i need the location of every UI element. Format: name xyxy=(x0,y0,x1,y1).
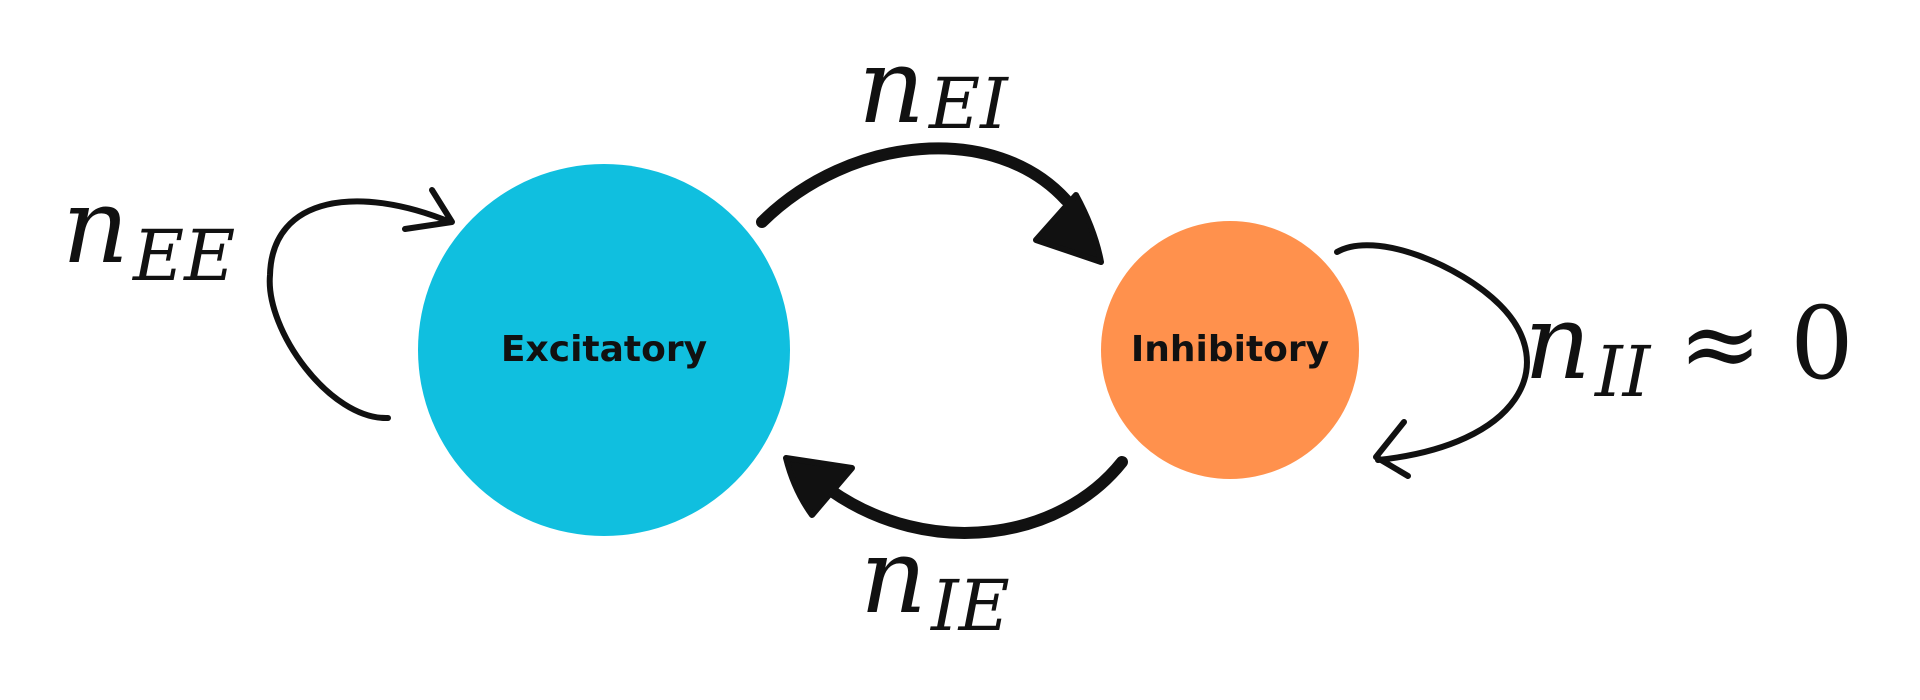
label-n-ei-symbol: n xyxy=(858,25,925,147)
arrowhead-ei xyxy=(1033,192,1104,265)
edge-inhibitory-self xyxy=(1334,242,1530,479)
label-n-ie-subscript: IE xyxy=(929,565,1010,647)
label-n-ii-value: 0 xyxy=(1790,285,1854,402)
edge-excitatory-to-inhibitory xyxy=(756,142,1104,265)
label-n-ii-subscript: II xyxy=(1593,331,1652,413)
arc-ii xyxy=(1334,242,1530,463)
arrowhead-ii xyxy=(1373,419,1411,479)
label-n-ie-symbol: n xyxy=(860,515,927,637)
label-n-ei-subscript: EI xyxy=(927,63,1009,145)
label-n-ii: nII ≈0 xyxy=(1524,281,1854,413)
label-n-ee-subscript: EE xyxy=(131,215,235,297)
label-n-ei: nEI xyxy=(858,25,1009,147)
arc-ie xyxy=(824,456,1128,539)
inhibitory-node: Inhibitory xyxy=(1101,221,1359,479)
edge-excitatory-self xyxy=(266,187,455,422)
arrowhead-ee xyxy=(402,187,455,232)
arc-ei xyxy=(756,142,1072,228)
edge-inhibitory-to-excitatory xyxy=(783,455,1128,539)
excitatory-node: Excitatory xyxy=(418,164,790,536)
inhibitory-label: Inhibitory xyxy=(1131,329,1329,370)
excitatory-label: Excitatory xyxy=(501,329,707,370)
label-n-ii-relation: ≈ xyxy=(1678,285,1762,402)
inhibitory-circle xyxy=(1101,221,1359,479)
excitatory-circle xyxy=(418,164,790,536)
label-n-ee: nEE xyxy=(62,165,235,297)
arc-ee xyxy=(266,198,453,422)
label-n-ee-symbol: n xyxy=(62,165,129,287)
arrowhead-ie xyxy=(783,455,855,518)
label-n-ii-symbol: n xyxy=(1524,281,1591,403)
label-n-ie: nIE xyxy=(860,515,1010,647)
